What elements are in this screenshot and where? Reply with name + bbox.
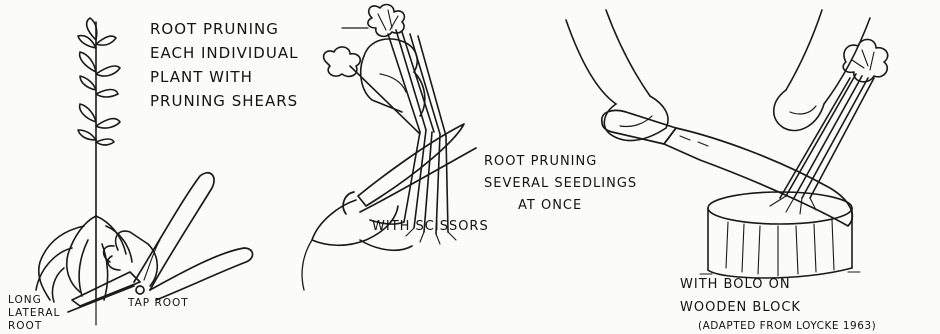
seedling-plant [36,18,132,325]
label-root: ROOT [8,321,42,332]
panel-2-caption-line-2: SEVERAL SEEDLINGS [484,177,637,190]
scissors [343,124,476,214]
panel-2-caption-line-1: ROOT PRUNING [484,155,597,168]
panel-1-caption-line-4: PRUNING SHEARS [150,94,298,109]
label-lateral: LATERAL [8,308,60,319]
panel-1-caption-line-3: PLANT WITH [150,70,253,85]
panel-2-caption-line-3: AT ONCE [518,199,582,212]
panel-3-caption-line-1: WITH BOLO ON [680,278,791,291]
label-tap-root: TAP ROOT [128,298,189,309]
source-credit: (ADAPTED FROM LOYCKE 1963) [698,321,876,332]
scissors-tool-label: WITH SCISSORS [372,220,489,233]
hand-holding-scissors [302,200,412,290]
panel-1-caption-line-1: ROOT PRUNING [150,22,279,37]
panel-1-caption-line-2: EACH INDIVIDUAL [150,46,298,61]
panel-3-caption-line-2: WOODEN BLOCK [680,301,801,314]
wooden-block [708,192,852,278]
label-long: LONG [8,295,42,306]
